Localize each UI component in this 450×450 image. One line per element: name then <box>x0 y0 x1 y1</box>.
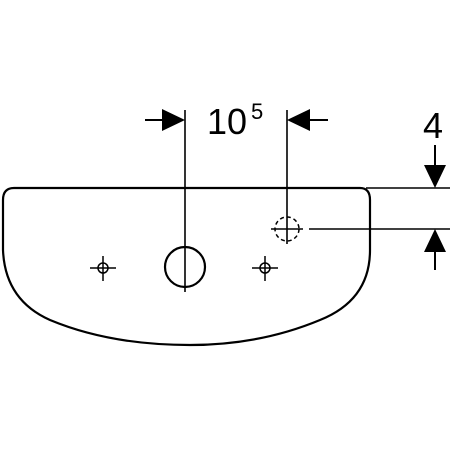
horizontal-dimension-value: 10 <box>207 101 247 142</box>
vertical-dimension-value: 4 <box>423 105 443 146</box>
horizontal-dimension-superscript: 5 <box>251 99 263 124</box>
dimension-arrow-right-head <box>287 109 310 131</box>
basin-outline <box>1 186 372 347</box>
dimension-arrow-left-head <box>162 109 185 131</box>
right-tap-hole-marker <box>252 256 278 281</box>
dimension-arrow-bottom-head <box>424 229 446 252</box>
dimension-arrow-top-head <box>424 165 446 188</box>
left-tap-hole-marker <box>90 256 116 281</box>
